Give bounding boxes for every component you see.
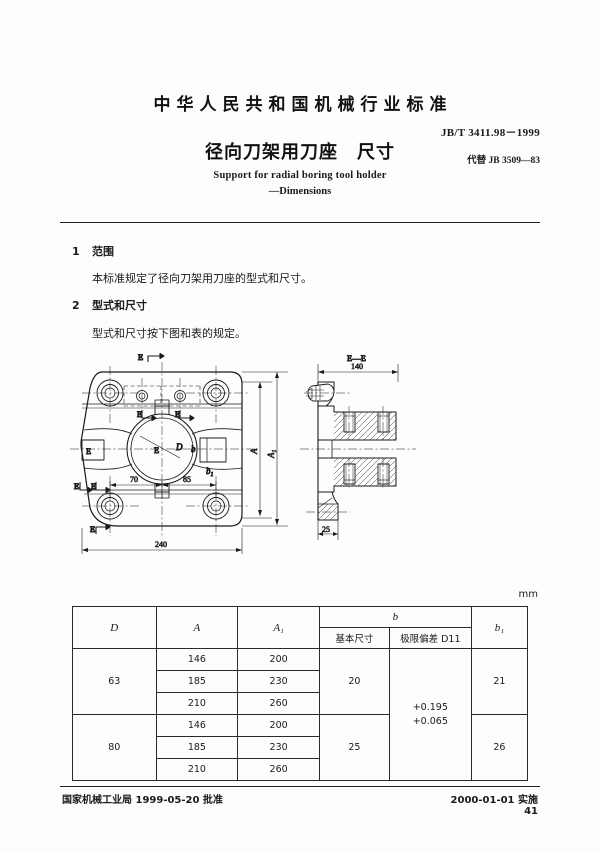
- cell-b-tolerance: +0.195 +0.065: [388, 648, 472, 781]
- dim-A-A1: A A1: [242, 371, 288, 527]
- cell-b1-21: 21: [470, 648, 529, 715]
- table-row: 63 146 200 20 +0.195 +0.065 21: [72, 648, 529, 781]
- cell-A1: 230: [237, 670, 320, 693]
- table-header-row-1: D A A₁ b b₁: [72, 606, 529, 649]
- svg-text:E—E: E—E: [347, 353, 366, 363]
- svg-text:A: A: [249, 448, 259, 455]
- section-2-heading: 2 型式和尺寸: [72, 297, 147, 313]
- cell-b-nominal-20: 20: [318, 648, 390, 715]
- technical-drawing: D E: [60, 348, 540, 583]
- dim-25: 25: [317, 520, 339, 540]
- page-number: 41: [524, 806, 538, 817]
- svg-text:85: 85: [183, 475, 191, 484]
- cell-A: 210: [155, 758, 239, 781]
- col-header-D: D: [72, 606, 157, 649]
- table-row: 80 146 200 25 26: [72, 714, 529, 781]
- section-1-title: 范围: [92, 245, 114, 258]
- issuing-authority-line: 中华人民共和国机械行业标准: [153, 95, 453, 115]
- cell-A: 146: [155, 714, 239, 737]
- svg-text:E: E: [86, 446, 91, 456]
- section-1-number: 1: [72, 245, 80, 258]
- section-view-EE: E—E 140: [300, 353, 416, 540]
- dim-70-85: 70 85: [109, 475, 217, 498]
- col-header-b-group: b: [318, 606, 472, 628]
- drawing-canvas: D E: [70, 351, 416, 554]
- cell-D-80: 80: [72, 714, 157, 781]
- section-1-heading: 1 范围: [72, 243, 114, 259]
- section-1-body: 本标准规定了径向刀架用刀座的型式和尺寸。: [92, 272, 312, 285]
- title-english-line-2: —Dimensions: [268, 186, 332, 197]
- col-header-A: A: [155, 606, 239, 649]
- set-screw-detail: [305, 383, 335, 402]
- page-title: 径向刀架用刀座 尺寸: [205, 142, 395, 163]
- svg-text:E: E: [91, 481, 96, 491]
- tolerance-upper: +0.195: [412, 701, 448, 713]
- cell-b1-26: 26: [470, 714, 529, 781]
- svg-text:E: E: [90, 524, 95, 534]
- col-header-b-nominal: 基本尺寸: [318, 627, 390, 649]
- cell-A: 210: [155, 692, 239, 715]
- cell-D-63: 63: [72, 648, 157, 715]
- cell-A1: 260: [237, 692, 320, 715]
- cell-b-nominal-25: 25: [318, 714, 390, 781]
- svg-text:E: E: [175, 409, 180, 419]
- cell-A: 146: [155, 648, 239, 671]
- footer-effective-date: 2000-01-01 实施: [450, 795, 538, 806]
- section-2-body: 型式和尺寸按下图和表的规定。: [92, 327, 246, 340]
- svg-text:140: 140: [351, 362, 363, 371]
- svg-text:70: 70: [130, 475, 138, 484]
- cell-A1: 230: [237, 736, 320, 759]
- svg-text:E: E: [74, 481, 79, 491]
- table-row: 185 230: [73, 670, 528, 693]
- cell-A: 185: [155, 670, 239, 693]
- col-header-b1: b₁: [470, 606, 529, 649]
- svg-text:240: 240: [155, 540, 167, 549]
- section-2-title: 型式和尺寸: [92, 299, 147, 312]
- svg-text:E: E: [138, 352, 143, 362]
- svg-text:E: E: [137, 409, 142, 419]
- header-divider: [60, 222, 540, 223]
- cell-A1: 200: [237, 714, 320, 737]
- cell-A: 185: [155, 736, 239, 759]
- bolt-section-lower: [343, 463, 390, 485]
- replaced-standard: 代替 JB 3509—83: [467, 156, 540, 166]
- table-row: 210 260: [73, 758, 528, 781]
- svg-text:A1: A1: [266, 450, 278, 460]
- footer-approval: 国家机械工业局 1999-05-20 批准: [62, 795, 223, 806]
- svg-text:b1: b1: [206, 466, 214, 478]
- table-row: 185 230: [73, 736, 528, 759]
- standard-number: JB/T 3411.98－1999: [440, 127, 540, 139]
- cell-A1: 260: [237, 758, 320, 781]
- front-view: D E: [70, 351, 288, 554]
- table-unit-label: mm: [518, 589, 538, 600]
- section-cut-marks: E E E E E E: [73, 351, 195, 535]
- svg-text:25: 25: [322, 525, 330, 534]
- title-english-line-1: Support for radial boring tool holder: [213, 170, 387, 181]
- dim-240: 240: [81, 528, 243, 554]
- cell-A1: 200: [237, 648, 320, 671]
- svg-text:D: D: [175, 442, 183, 452]
- bolt-section-upper: [343, 411, 390, 433]
- col-header-A1: A₁: [237, 606, 320, 649]
- svg-text:E: E: [154, 445, 159, 455]
- col-header-b-tolerance: 极限偏差 D11: [388, 627, 472, 649]
- dimensions-table: D A A₁ b b₁ 基本尺寸 极限偏差 D11: [72, 606, 529, 781]
- section-2-number: 2: [72, 299, 80, 312]
- tolerance-lower: +0.065: [412, 715, 448, 727]
- footer-divider: [60, 786, 540, 787]
